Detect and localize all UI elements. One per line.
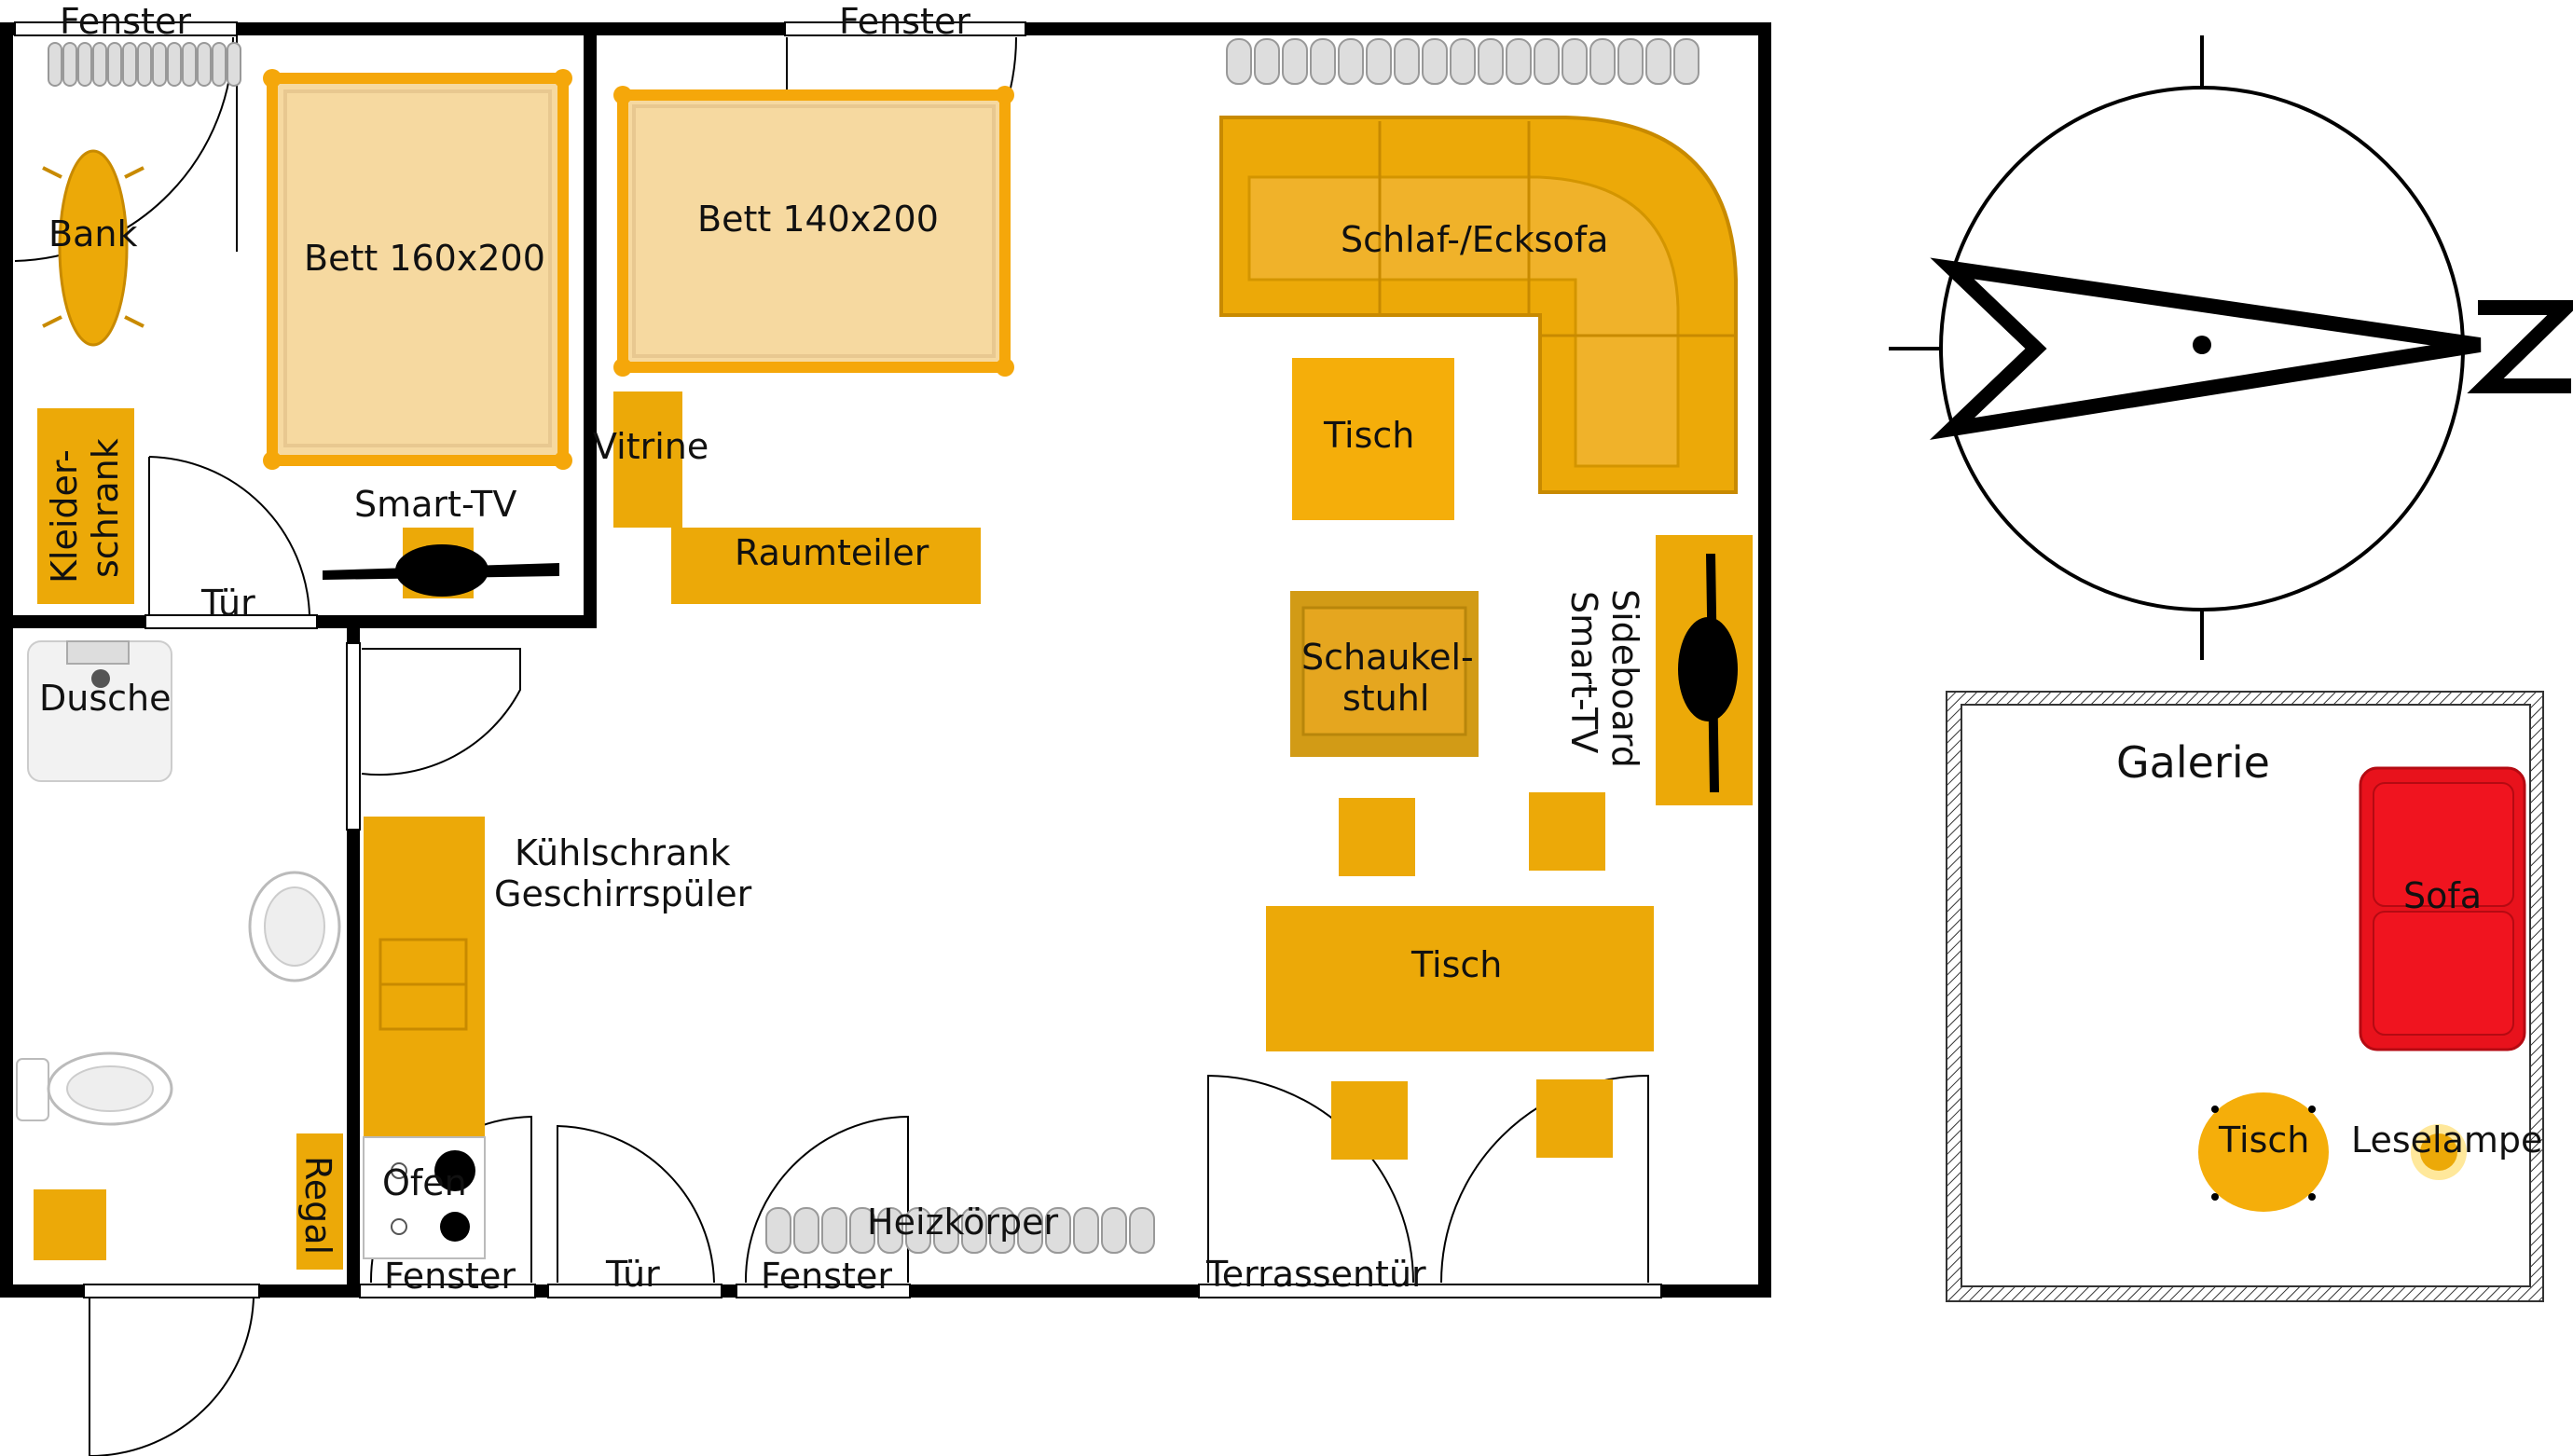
label-tisch-galerie: Tisch [2218,1119,2309,1161]
stove [363,1136,486,1259]
tv-bedroom [323,528,559,598]
label-ecksofa: Schlaf-/Ecksofa [1341,219,1608,260]
room-divider [671,528,981,604]
label-kleiderschrank-2: schrank [85,438,126,578]
label-tisch-couch: Tisch [1323,415,1414,456]
label-regal: Regal [297,1156,338,1255]
label-fenster-top: Fenster [839,1,970,42]
label-ofen: Ofen [382,1162,467,1203]
sink [248,871,341,982]
radiator-icon [1226,38,1699,85]
bed-140 [613,86,1014,377]
toilet [16,1051,173,1126]
bed-160 [263,69,572,470]
label-tuer-bedroom: Tür [200,583,255,624]
label-schaukel-1: Schaukel- [1301,637,1474,678]
label-leselampe: Leselampe [2351,1119,2542,1161]
label-bett-140: Bett 140x200 [697,199,939,240]
label-fenster-bottom: Fenster [761,1256,892,1297]
label-vitrine: Vitrine [593,426,709,467]
label-schaukel-2: stuhl [1342,678,1429,719]
label-sofa: Sofa [2403,875,2482,916]
label-geschirrspueler: Geschirrspüler [494,873,752,914]
shower [27,640,172,782]
kitchen-counter [364,817,485,1137]
north-icon [2467,300,2573,393]
vitrine [613,391,682,528]
label-kleiderschrank-1: Kleider- [44,449,85,584]
sideboard-tv [1656,535,1753,805]
coffee-table [1292,358,1454,520]
label-terrassentuer: Terrassentür [1205,1254,1426,1295]
radiator-icon [765,1207,1155,1254]
gallery [1946,691,2544,1302]
wardrobe [37,408,134,604]
label-sideboard-tv: Smart-TV [1563,591,1604,753]
label-smart-tv: Smart-TV [354,484,516,525]
label-galerie: Galerie [2116,737,2270,788]
label-fenster-kitchen: Fenster [384,1256,516,1297]
label-bank: Bank [48,213,137,254]
chair [1529,792,1605,871]
label-tisch-ess: Tisch [1410,944,1502,985]
label-kuehlschrank: Kühlschrank [515,832,731,873]
label-bett-160: Bett 160x200 [304,238,545,279]
chair [1331,1081,1408,1160]
shelf [296,1133,343,1270]
label-dusche: Dusche [39,678,172,719]
bath-box [34,1189,106,1260]
chair [1536,1079,1613,1158]
corner-sofa [1219,116,1738,494]
bench [42,149,144,347]
compass [1889,35,2573,660]
openings [14,21,1662,1298]
dining-table [1266,906,1654,1051]
radiator-icon [48,42,241,87]
label-heizkoerper: Heizkörper [867,1202,1058,1243]
chair [1339,798,1415,876]
label-sideboard: Sideboard [1604,589,1645,768]
label-raumteiler: Raumteiler [735,532,929,573]
rocking-chair [1290,591,1479,757]
label-fenster-top-left: Fenster [60,1,191,42]
label-tuer-kitchen: Tür [605,1254,660,1295]
